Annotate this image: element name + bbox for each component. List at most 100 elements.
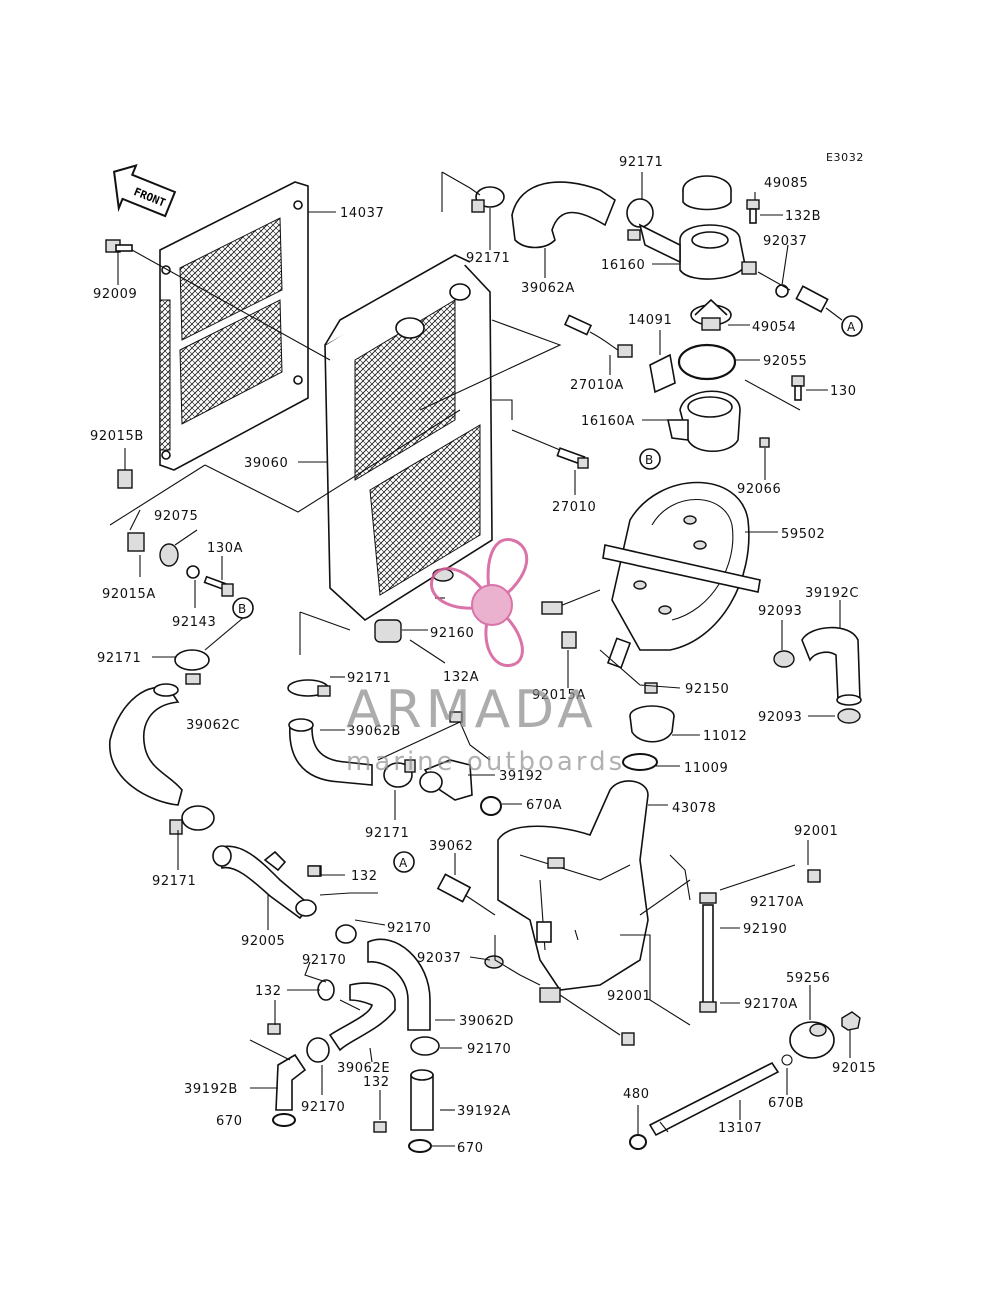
clamp-92171-b [169, 805, 215, 835]
clamp-92171-a [174, 649, 210, 685]
grommet-92075 [159, 543, 179, 567]
bolt-92001-a [807, 869, 821, 883]
svg-text:B: B [238, 602, 247, 616]
hose-39062D [367, 938, 431, 1031]
part-label: 11012 [703, 729, 747, 744]
front-arrow-icon: FRONT [112, 163, 177, 218]
clamp-92170-c [410, 1036, 440, 1056]
part-label: 92001 [794, 824, 838, 839]
part-label: 92170A [744, 997, 798, 1012]
part-label: 92170 [387, 921, 431, 936]
svg-text:A: A [847, 320, 856, 334]
o-ring-670A [480, 796, 502, 816]
reservoir-43078 [497, 780, 649, 1003]
ring-480 [629, 1134, 647, 1150]
o-ring-92055 [677, 343, 737, 381]
bolt-132B [746, 199, 760, 224]
part-label: 92170 [301, 1100, 345, 1115]
hose-39062A [511, 181, 616, 249]
part-label: 92170 [302, 953, 346, 968]
housing-16160A [667, 390, 741, 452]
ref-marker-A-2: A [393, 851, 415, 873]
propeller-logo-icon [430, 538, 529, 667]
part-label: 92093 [758, 710, 802, 725]
part-label: 92160 [430, 626, 474, 641]
rod-92190 [699, 892, 717, 1013]
part-label: 92171 [619, 155, 663, 170]
part-label: 43078 [672, 801, 716, 816]
part-label: 92093 [758, 604, 802, 619]
thermostat-49054 [690, 298, 732, 331]
fitting-39192A [410, 1069, 434, 1131]
part-label: 92055 [763, 354, 807, 369]
bolt-130A [203, 575, 234, 597]
part-label: 132 [351, 869, 378, 884]
part-label: 59502 [781, 527, 825, 542]
part-labels: 14037 92009 92015B 39060 92075 130A 9214… [90, 155, 876, 1156]
part-label: 16160A [581, 414, 635, 429]
part-label: 92150 [685, 682, 729, 697]
part-label: 92015A [532, 688, 586, 703]
tube-small [795, 285, 829, 313]
o-ring-670-b [408, 1139, 432, 1153]
cap-92093-a [773, 650, 795, 668]
part-label: 13107 [718, 1121, 762, 1136]
part-label: 92015 [832, 1061, 876, 1076]
part-label: 39060 [244, 456, 288, 471]
watermark-brand: ARMADA [346, 680, 597, 740]
clamp-92170-d [306, 1037, 330, 1063]
part-label: 11009 [684, 761, 728, 776]
part-label: 16160 [601, 258, 645, 273]
hose-39062C [109, 683, 183, 806]
part-label: 49085 [764, 176, 808, 191]
gasket-11009 [622, 753, 658, 771]
clamp-92171-top [471, 186, 505, 213]
part-label: 92015A [102, 587, 156, 602]
part-label: 130 [830, 384, 857, 399]
shaft-13107 [648, 1061, 780, 1137]
clip-92015B [117, 469, 133, 489]
bolt-92009 [105, 239, 133, 253]
part-label: 39192 [499, 769, 543, 784]
part-label: 92171 [152, 874, 196, 889]
watermark-tagline: marine outboards [346, 747, 625, 777]
clamp-92037-bottom [484, 955, 504, 969]
part-label: 39192C [805, 586, 859, 601]
part-label: 92005 [241, 934, 285, 949]
part-label: 39062A [521, 281, 575, 296]
radiator-screen-14037 [159, 181, 309, 471]
part-label: 39062E [337, 1061, 390, 1076]
part-label: 27010A [570, 378, 624, 393]
part-label: 92037 [417, 951, 461, 966]
part-label: 92075 [154, 509, 198, 524]
o-ring-670-a [272, 1113, 296, 1127]
part-label: 39192A [457, 1104, 511, 1119]
part-label: 92015B [90, 429, 144, 444]
watermark: ARMADA marine outboards [346, 538, 625, 777]
part-label: 670B [768, 1096, 804, 1111]
clip-92015A-right [561, 631, 577, 649]
part-label: 92171 [347, 671, 391, 686]
tube-39062 [436, 873, 472, 903]
cap-14091 [649, 353, 676, 394]
part-label: 92171 [365, 826, 409, 841]
part-label: 14037 [340, 206, 384, 221]
part-label: 92066 [737, 482, 781, 497]
part-label: 92170 [467, 1042, 511, 1057]
part-label: 39062C [186, 718, 240, 733]
part-label: 92009 [93, 287, 137, 302]
part-label: 670 [457, 1141, 484, 1156]
part-label: 670A [526, 798, 562, 813]
part-label: 39062D [459, 1014, 514, 1029]
part-label: 132B [785, 209, 821, 224]
sensor-27010 [556, 447, 589, 469]
bolt-132-b [267, 1023, 281, 1035]
clamp-92170-a [335, 924, 357, 944]
washer-670B [781, 1054, 793, 1066]
filler-housing-16160 [638, 223, 757, 280]
nut-92015 [841, 1011, 861, 1031]
hose-39062E [328, 982, 396, 1052]
part-label: 39192B [184, 1082, 238, 1097]
clamp-92170-b [317, 979, 335, 1001]
part-label: 39062 [429, 839, 473, 854]
